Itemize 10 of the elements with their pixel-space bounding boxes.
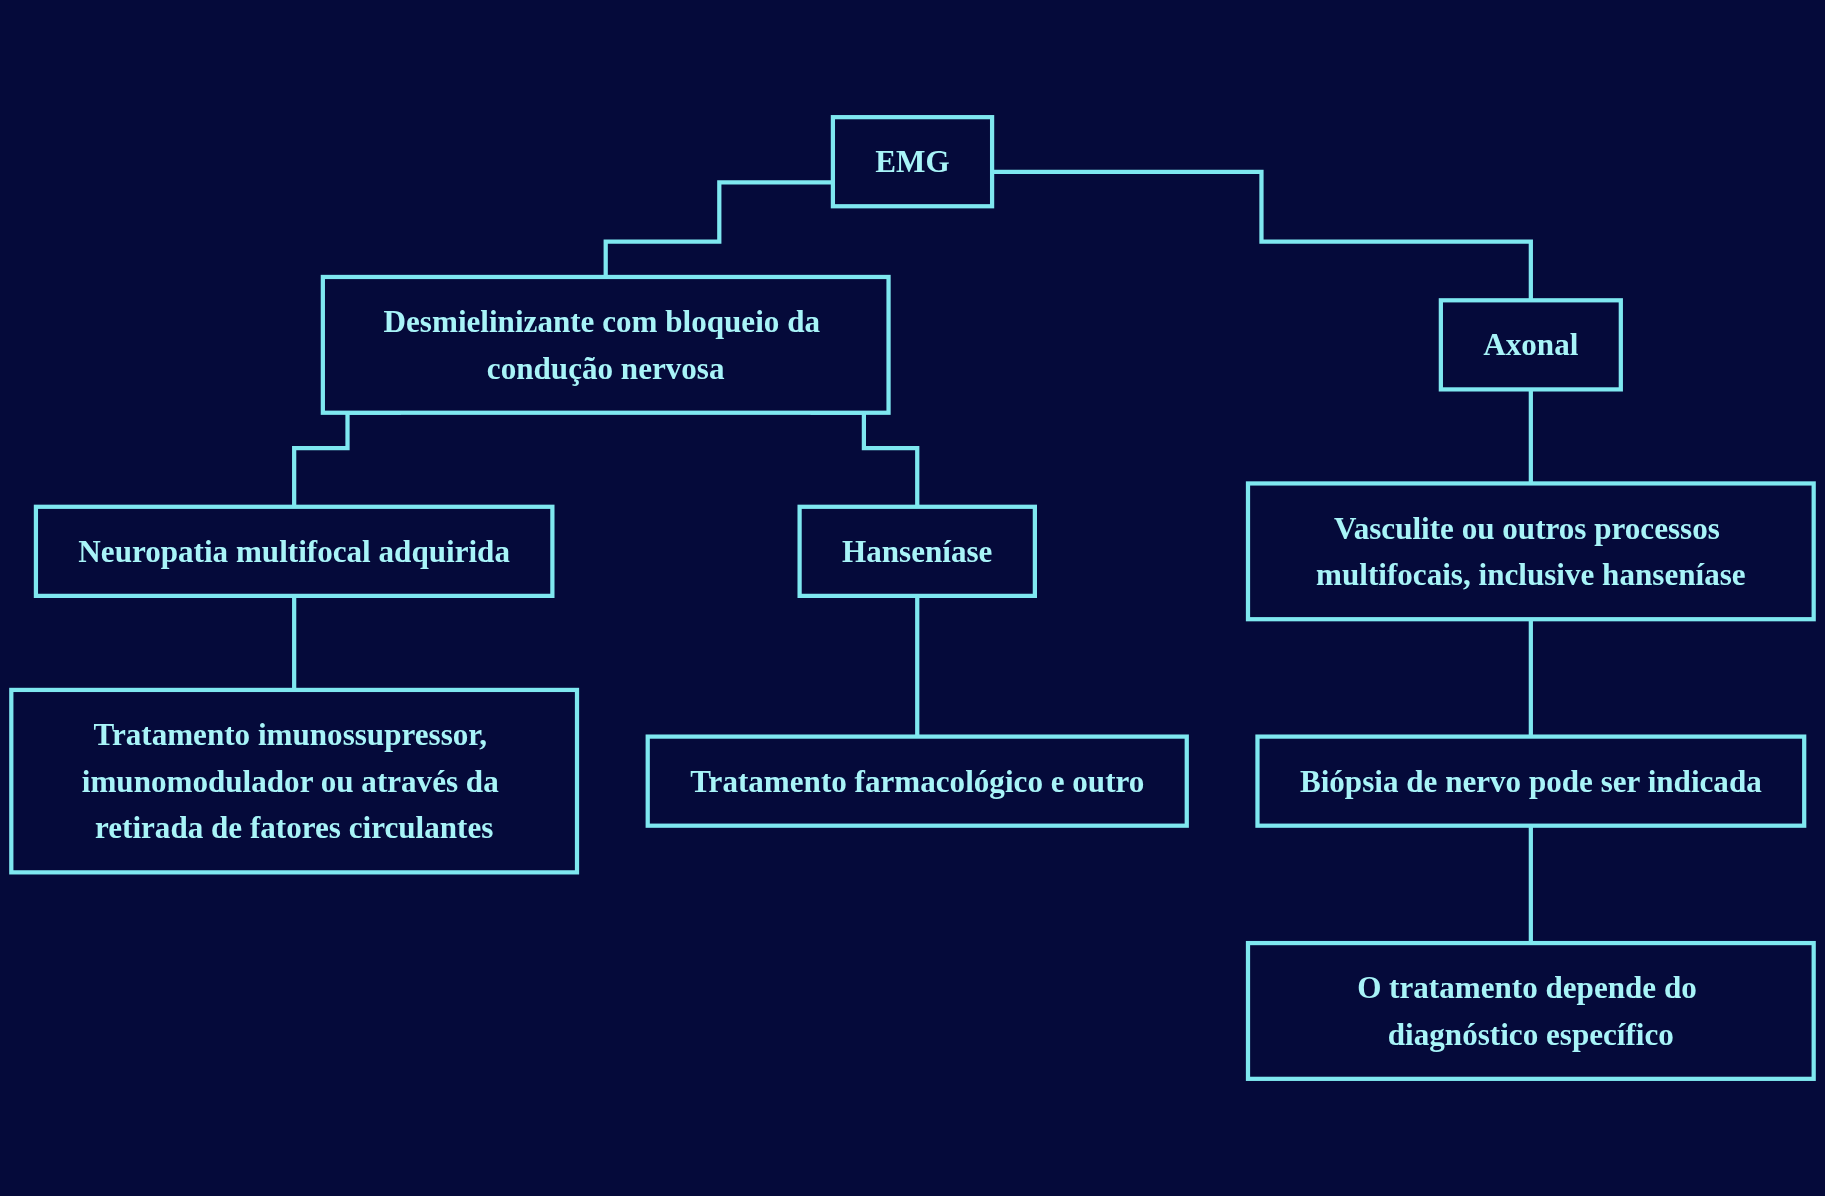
node-box: O tratamento depende do diagnóstico específico (1245, 940, 1816, 1081)
node-box: Axonal (1438, 298, 1623, 392)
node-box: Tratamento farmacológico e outro (645, 734, 1189, 828)
node-box: Hanseníase (797, 504, 1037, 598)
node-box: Desmielinizante com bloqueio da condução nervosa (320, 274, 891, 415)
node-box: EMG (830, 115, 995, 209)
node-box: Neuropatia multifocal adquirida (33, 504, 555, 598)
node-box: Biópsia de nervo pode ser indicada (1255, 734, 1807, 828)
node-box: Tratamento imunossupressor, imunomodulador ou através da retirada de fatores circulantes (9, 687, 580, 875)
node-box: Vasculite ou outros processos multifocais, inclusive hanseníase (1245, 481, 1816, 622)
